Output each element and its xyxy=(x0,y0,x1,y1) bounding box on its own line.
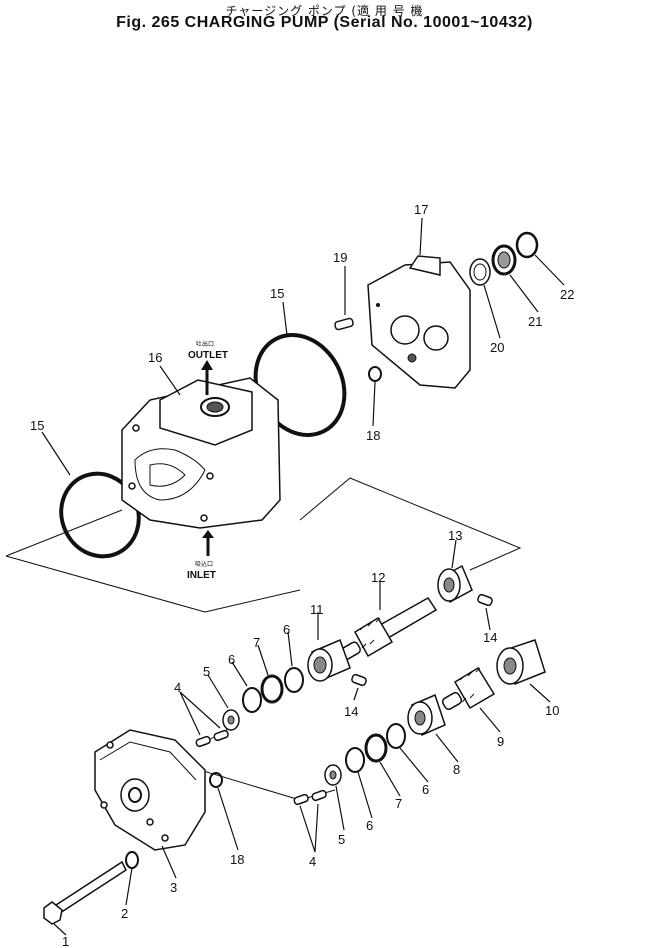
washer-5-upper xyxy=(222,709,240,731)
callout-4-lower: 4 xyxy=(309,854,316,869)
seal-20 xyxy=(469,258,491,286)
callout-numbers: 1 2 3 4 4 5 5 6 6 6 6 7 7 8 9 10 11 12 1… xyxy=(30,202,574,948)
ring-6-lower-left xyxy=(345,747,365,773)
callout-9: 9 xyxy=(497,734,504,749)
callout-7-lower: 7 xyxy=(395,796,402,811)
callout-18-upper: 18 xyxy=(366,428,380,443)
callout-17: 17 xyxy=(414,202,428,217)
outlet-label: OUTLET xyxy=(188,350,228,361)
small-o-ring-upper xyxy=(368,366,382,382)
callout-22: 22 xyxy=(560,287,574,302)
inlet-label: INLET xyxy=(187,570,216,581)
callout-6-a: 6 xyxy=(228,652,235,667)
callout-8: 8 xyxy=(453,762,460,777)
callout-12: 12 xyxy=(371,570,385,585)
ring-6-upper-right xyxy=(284,667,304,693)
snap-ring-22 xyxy=(515,231,539,259)
callout-16: 16 xyxy=(148,350,162,365)
pin-14-lower xyxy=(351,673,367,687)
ring-7-upper xyxy=(260,674,284,704)
callout-19: 19 xyxy=(333,250,347,265)
callout-15-lower: 15 xyxy=(30,418,44,433)
callout-2: 2 xyxy=(121,906,128,921)
title-japanese: チャージング ポンプ (適 用 号 機 xyxy=(225,4,424,18)
inlet-arrow-icon xyxy=(202,530,214,556)
callout-11: 11 xyxy=(310,602,324,617)
washer-5-lower xyxy=(324,764,342,786)
callout-15-upper: 15 xyxy=(270,286,284,301)
callout-1: 1 xyxy=(62,934,69,948)
pump-body xyxy=(121,377,281,529)
ring-7-lower xyxy=(364,733,388,763)
bushing-8 xyxy=(407,693,446,737)
pins-4-lower xyxy=(293,789,327,806)
pin-14-upper xyxy=(477,593,493,607)
callout-20: 20 xyxy=(490,340,504,355)
callout-6-b: 6 xyxy=(283,622,290,637)
outlet-arrow-icon xyxy=(201,360,213,395)
inlet-label-jp: 吸込口 xyxy=(195,560,213,568)
end-cover-3 xyxy=(94,729,206,851)
ring-6-upper-left xyxy=(242,687,262,713)
bolt-1 xyxy=(43,860,127,925)
callout-3: 3 xyxy=(170,880,177,895)
callout-5-upper: 5 xyxy=(203,664,210,679)
ring-6-lower-right xyxy=(386,723,406,749)
leader-lines xyxy=(41,217,565,936)
bushing-11 xyxy=(307,638,351,682)
callout-6-d: 6 xyxy=(422,782,429,797)
small-o-ring-lower xyxy=(209,772,223,788)
pins-4-upper xyxy=(195,729,229,748)
callout-6-c: 6 xyxy=(366,818,373,833)
callout-7-upper: 7 xyxy=(253,635,260,650)
figure-title: Fig. 265 CHARGING PUMP (Serial No. 10001… xyxy=(116,14,533,31)
callout-14-upper: 14 xyxy=(483,630,497,645)
drive-gear-shaft-12 xyxy=(339,597,438,661)
driven-gear-9 xyxy=(441,666,496,710)
callout-4-upper: 4 xyxy=(174,680,181,695)
callout-10: 10 xyxy=(545,703,559,718)
callout-13: 13 xyxy=(448,528,462,543)
assembly-guide-lines xyxy=(5,477,522,801)
pin-19 xyxy=(334,317,354,331)
cover-plate xyxy=(367,255,471,389)
callout-18-lower: 18 xyxy=(230,852,244,867)
outlet-label-jp: 吐出口 xyxy=(196,340,214,348)
callout-5-lower: 5 xyxy=(338,832,345,847)
washer-2 xyxy=(125,851,139,869)
callout-14-lower: 14 xyxy=(344,704,358,719)
bushing-10 xyxy=(496,639,546,686)
callout-21: 21 xyxy=(528,314,542,329)
oil-seal-21 xyxy=(491,244,517,276)
bushing-13 xyxy=(437,564,473,604)
